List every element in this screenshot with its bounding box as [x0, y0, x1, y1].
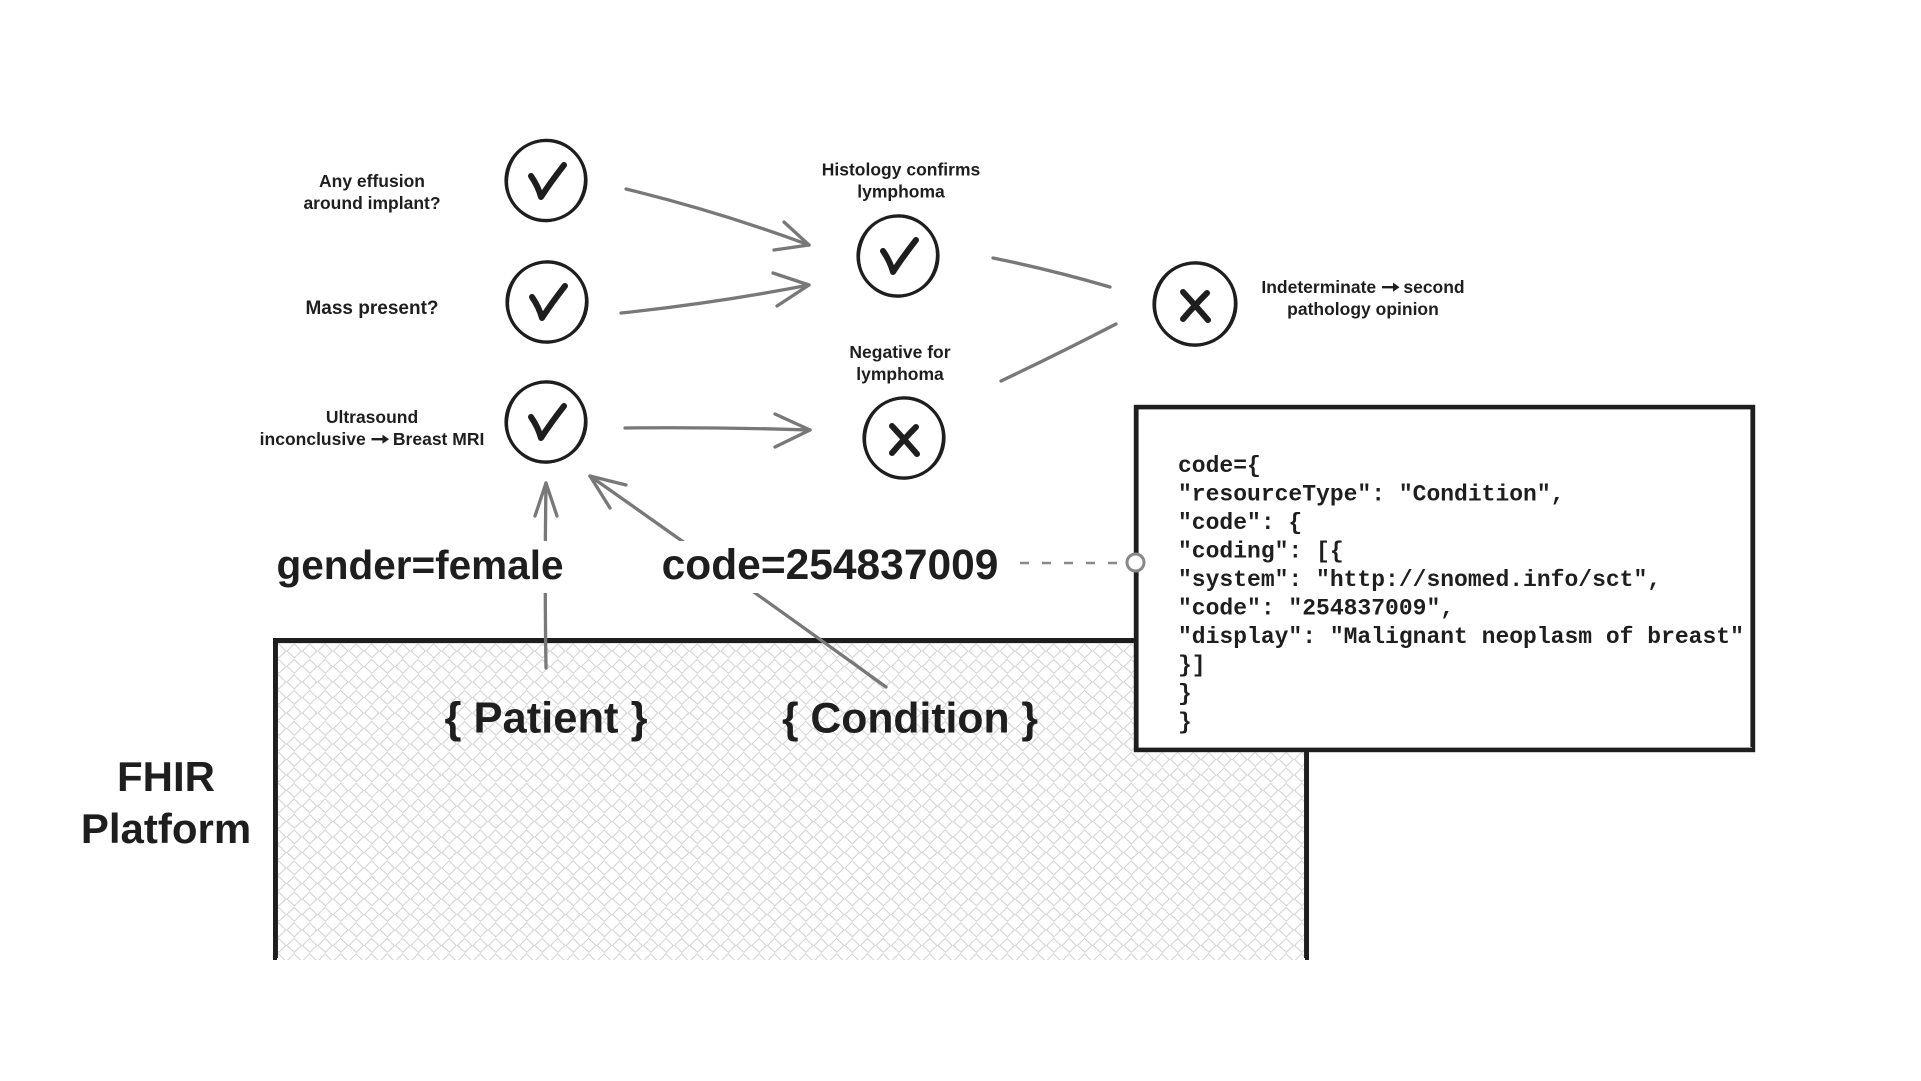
svg-text:gender=female: gender=female — [276, 542, 563, 588]
svg-text:lymphoma: lymphoma — [857, 182, 945, 202]
svg-text:lymphoma: lymphoma — [856, 364, 944, 384]
svg-text:"system": "http://snomed.info/: "system": "http://snomed.info/sct", — [1178, 567, 1661, 593]
svg-text:{ Condition }: { Condition } — [782, 695, 1038, 743]
svg-text:}: } — [1178, 681, 1192, 707]
svg-text:Indeterminate → second: Indeterminate → second — [1261, 277, 1464, 297]
svg-text:Ultrasound: Ultrasound — [326, 407, 418, 427]
svg-text:"coding": [{: "coding": [{ — [1178, 539, 1344, 565]
svg-text:Negative for: Negative for — [849, 342, 950, 362]
svg-text:Mass present?: Mass present? — [305, 298, 438, 319]
svg-text:Platform: Platform — [81, 805, 251, 852]
svg-text:"code": {: "code": { — [1178, 510, 1302, 536]
svg-text:pathology opinion: pathology opinion — [1287, 299, 1439, 319]
svg-text:FHIR: FHIR — [117, 753, 215, 800]
svg-text:code={: code={ — [1178, 453, 1261, 479]
svg-text:Any effusion: Any effusion — [319, 171, 425, 191]
svg-text:code=254837009: code=254837009 — [662, 542, 999, 589]
svg-text:{ Patient }: { Patient } — [444, 695, 647, 743]
svg-text:Histology confirms: Histology confirms — [822, 160, 981, 180]
svg-text:}]: }] — [1178, 653, 1206, 679]
svg-text:around implant?: around implant? — [303, 193, 440, 213]
svg-text:"resourceType": "Condition",: "resourceType": "Condition", — [1178, 482, 1564, 508]
svg-text:}: } — [1178, 710, 1192, 736]
svg-text:"display": "Malignant neoplasm: "display": "Malignant neoplasm of breast… — [1178, 624, 1744, 650]
svg-text:"code": "254837009",: "code": "254837009", — [1178, 596, 1454, 622]
